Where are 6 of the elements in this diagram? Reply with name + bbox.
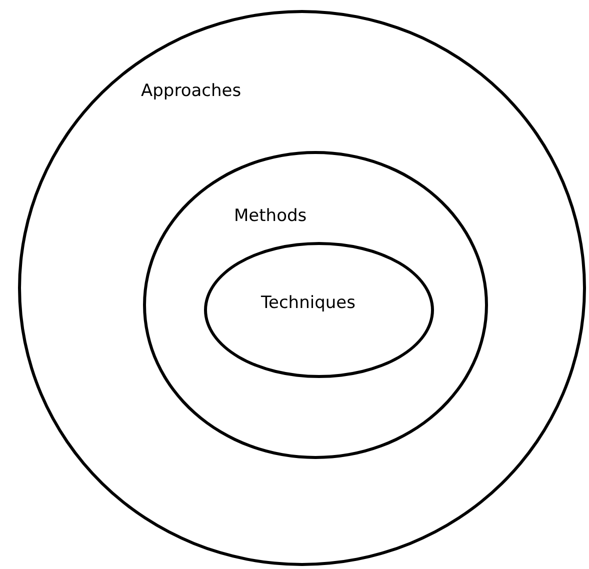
node-label: Approaches bbox=[141, 81, 242, 101]
inner-ellipse bbox=[204, 242, 434, 378]
middle-circle bbox=[143, 151, 488, 459]
node-label: Methods bbox=[234, 206, 307, 226]
node-label: Techniques bbox=[261, 293, 356, 313]
outer-circle bbox=[18, 10, 586, 566]
